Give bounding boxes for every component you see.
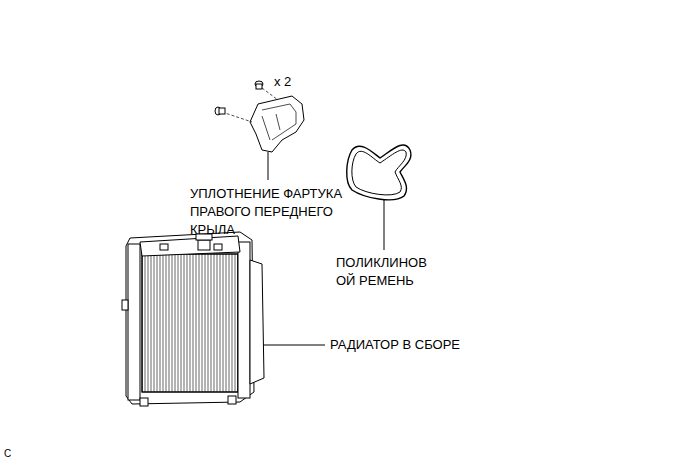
part-name: УПЛОТНЕНИЕ ФАРТУКА ПРАВОГО ПЕРЕДНЕГО КРЫ… <box>190 185 346 239</box>
v-ribbed-belt <box>347 145 411 200</box>
fender-seal <box>222 88 304 152</box>
figure-code: C <box>4 445 24 463</box>
bolt <box>215 81 263 115</box>
radiator-assembly <box>122 232 264 406</box>
part-name: РАДИАТОР В СБОРЕ <box>330 336 530 354</box>
part-name: ПОЛИКЛИНОВ ОЙ РЕМЕНЬ <box>336 254 442 290</box>
leader-line <box>263 152 384 345</box>
quantity-label: x 2 <box>274 73 314 91</box>
